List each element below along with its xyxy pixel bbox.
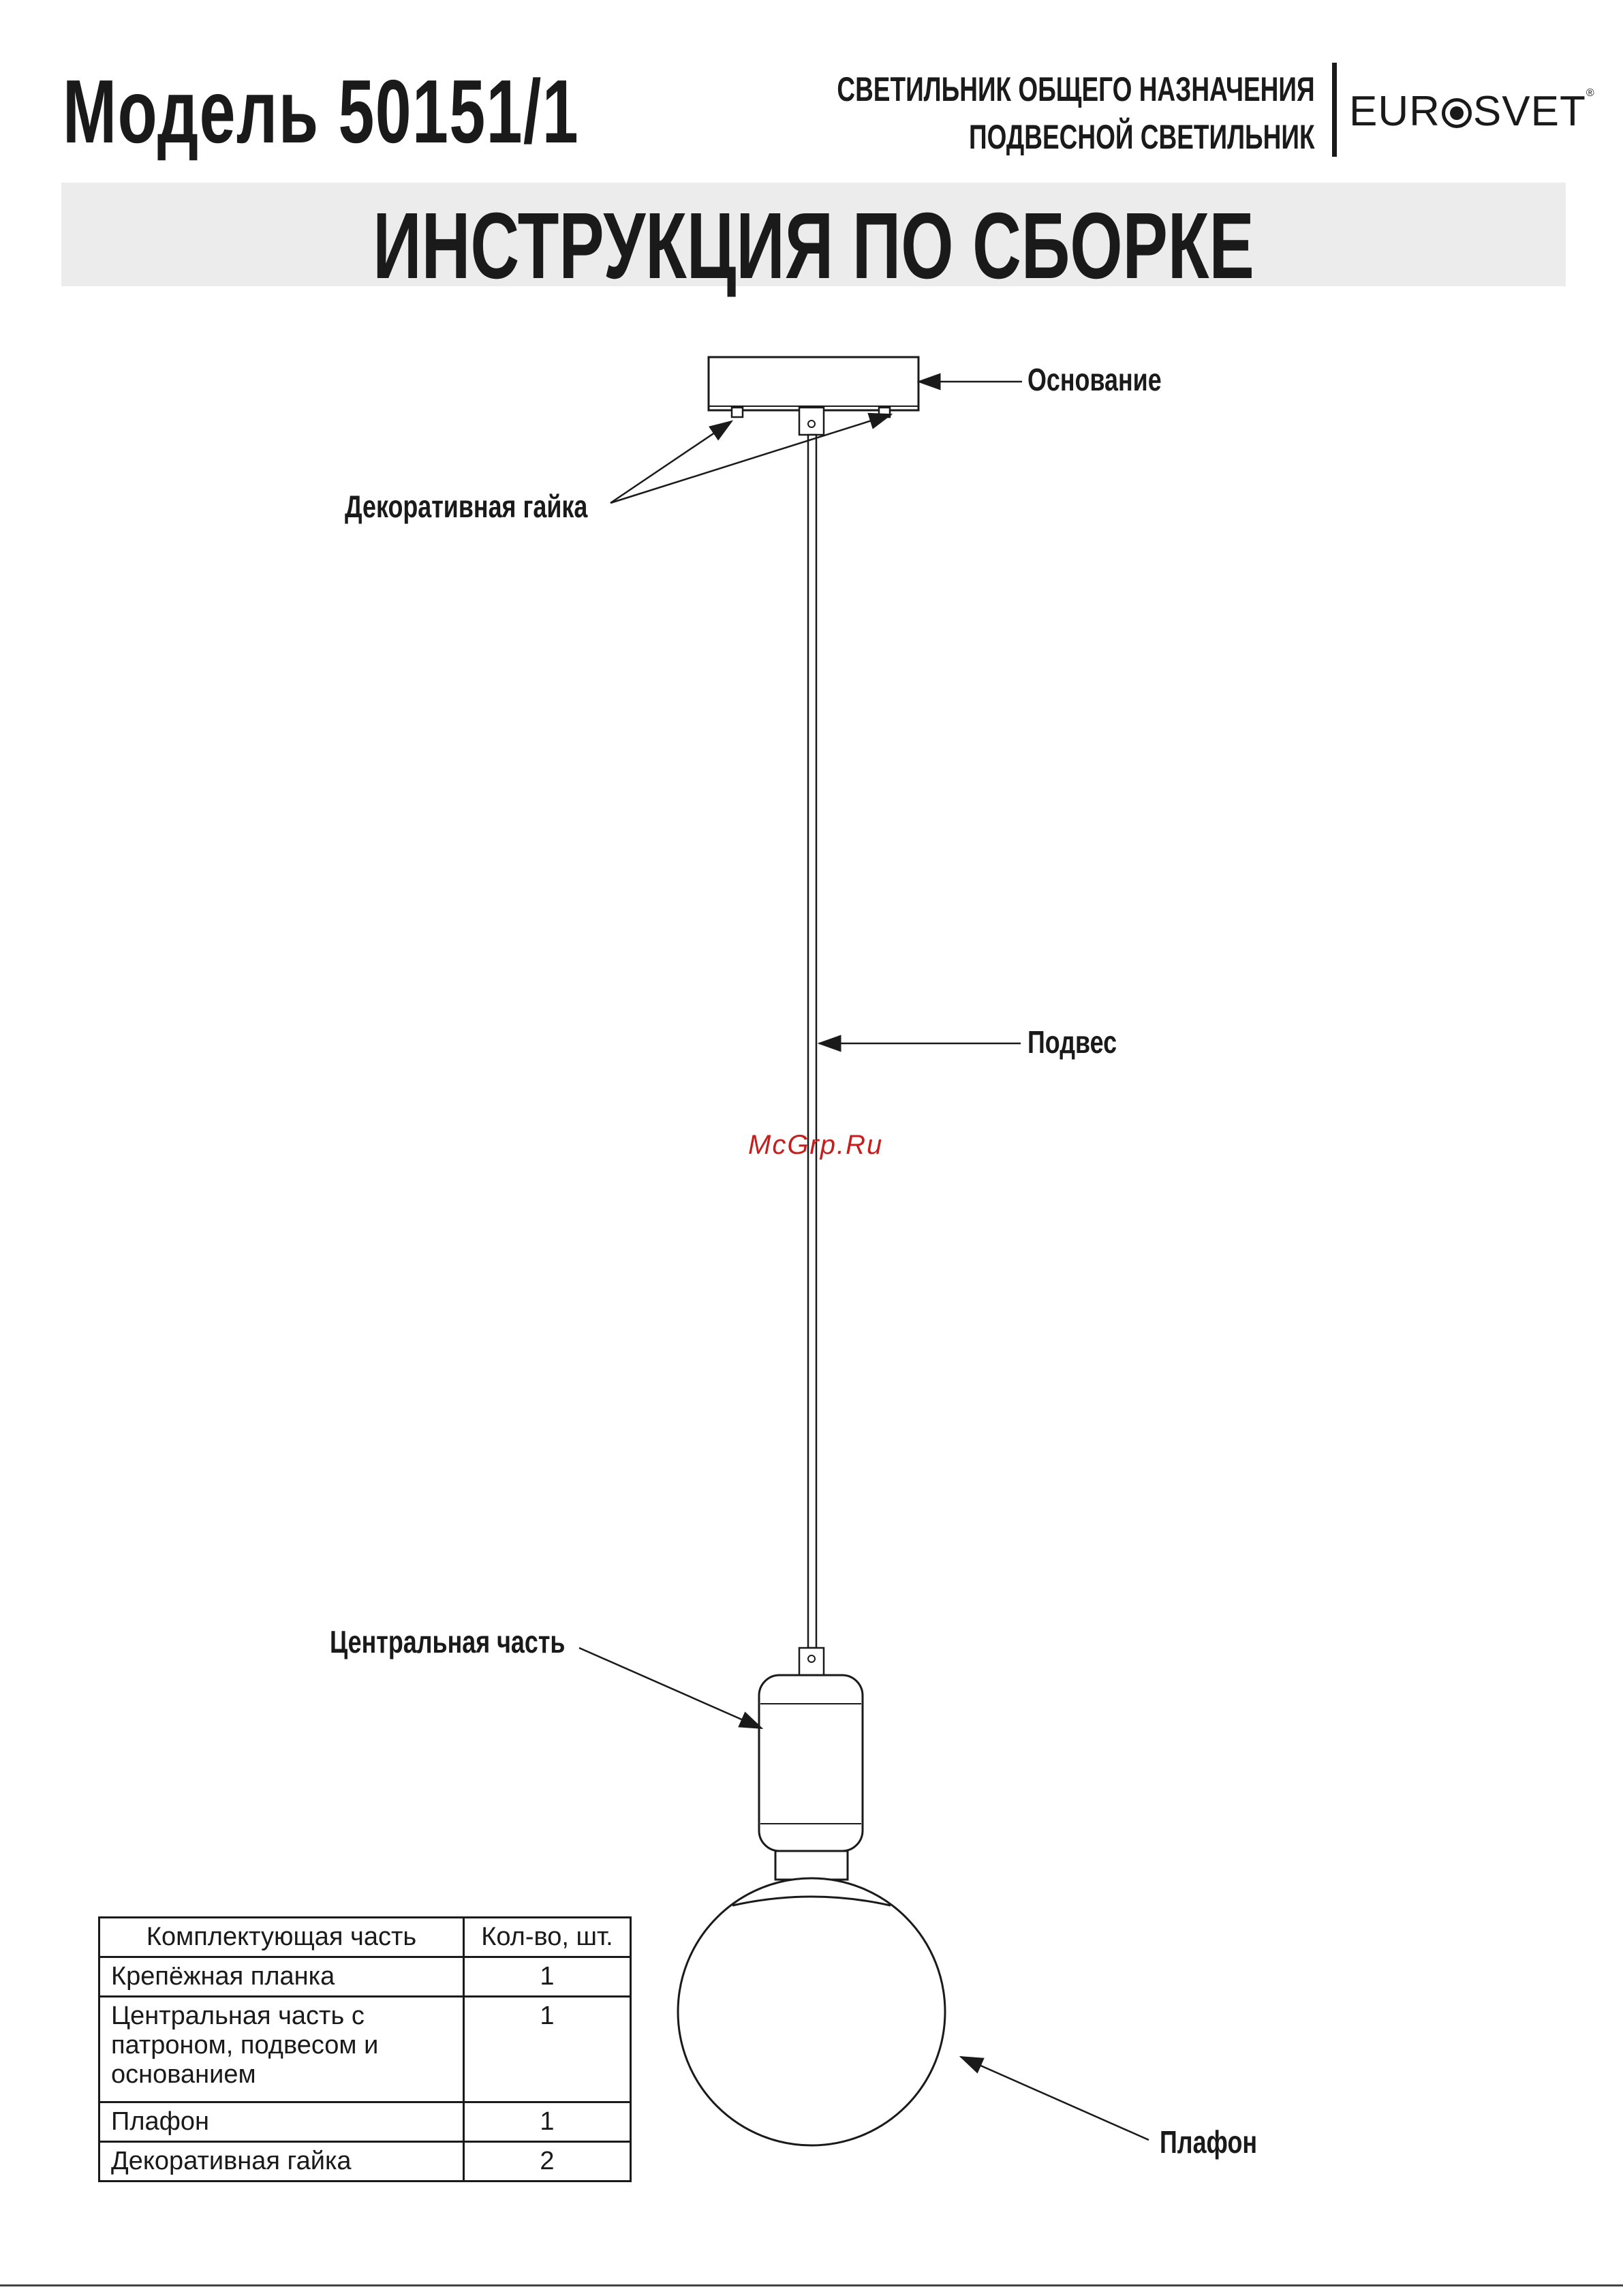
part-qty: 1 bbox=[464, 1957, 631, 1997]
column-header-qty: Кол-во, шт. bbox=[464, 1918, 631, 1957]
footer-line bbox=[0, 2284, 1623, 2286]
nut-leader-right bbox=[610, 414, 891, 503]
watermark: McGrp.Ru bbox=[748, 1130, 883, 1161]
nut-leader-left bbox=[610, 421, 732, 503]
shade-leader bbox=[961, 2057, 1149, 2140]
table-row: Крепёжная планка 1 bbox=[99, 1957, 631, 1997]
part-qty: 1 bbox=[464, 1997, 631, 2102]
table-row: Декоративная гайка 2 bbox=[99, 2142, 631, 2182]
socket-ring bbox=[775, 1851, 848, 1880]
parts-table: Комплектующая часть Кол-во, шт. Крепёжна… bbox=[98, 1916, 632, 2182]
central-leader bbox=[579, 1648, 762, 1728]
part-name: Декоративная гайка bbox=[99, 2142, 464, 2182]
decorative-nut-left bbox=[732, 408, 743, 417]
table-row: Плафон 1 bbox=[99, 2102, 631, 2142]
label-decorative-nut: Декоративная гайка bbox=[345, 488, 587, 525]
part-qty: 2 bbox=[464, 2142, 631, 2182]
column-header-part: Комплектующая часть bbox=[99, 1918, 464, 1957]
label-base: Основание bbox=[1027, 361, 1162, 398]
part-name: Крепёжная планка bbox=[99, 1957, 464, 1997]
glass-shade bbox=[678, 1878, 945, 2145]
label-suspension: Подвес bbox=[1027, 1024, 1117, 1060]
label-central-part: Центральная часть bbox=[330, 1623, 565, 1660]
part-qty: 1 bbox=[464, 2102, 631, 2142]
part-name: Центральная часть с патроном, подвесом и… bbox=[99, 1997, 464, 2102]
base-canopy bbox=[709, 357, 918, 410]
table-row: Центральная часть с патроном, подвесом и… bbox=[99, 1997, 631, 2102]
label-shade: Плафон bbox=[1160, 2124, 1257, 2160]
part-name: Плафон bbox=[99, 2102, 464, 2142]
table-header-row: Комплектующая часть Кол-во, шт. bbox=[99, 1918, 631, 1957]
suspension-cable bbox=[808, 435, 816, 1648]
central-part-body bbox=[759, 1675, 863, 1851]
